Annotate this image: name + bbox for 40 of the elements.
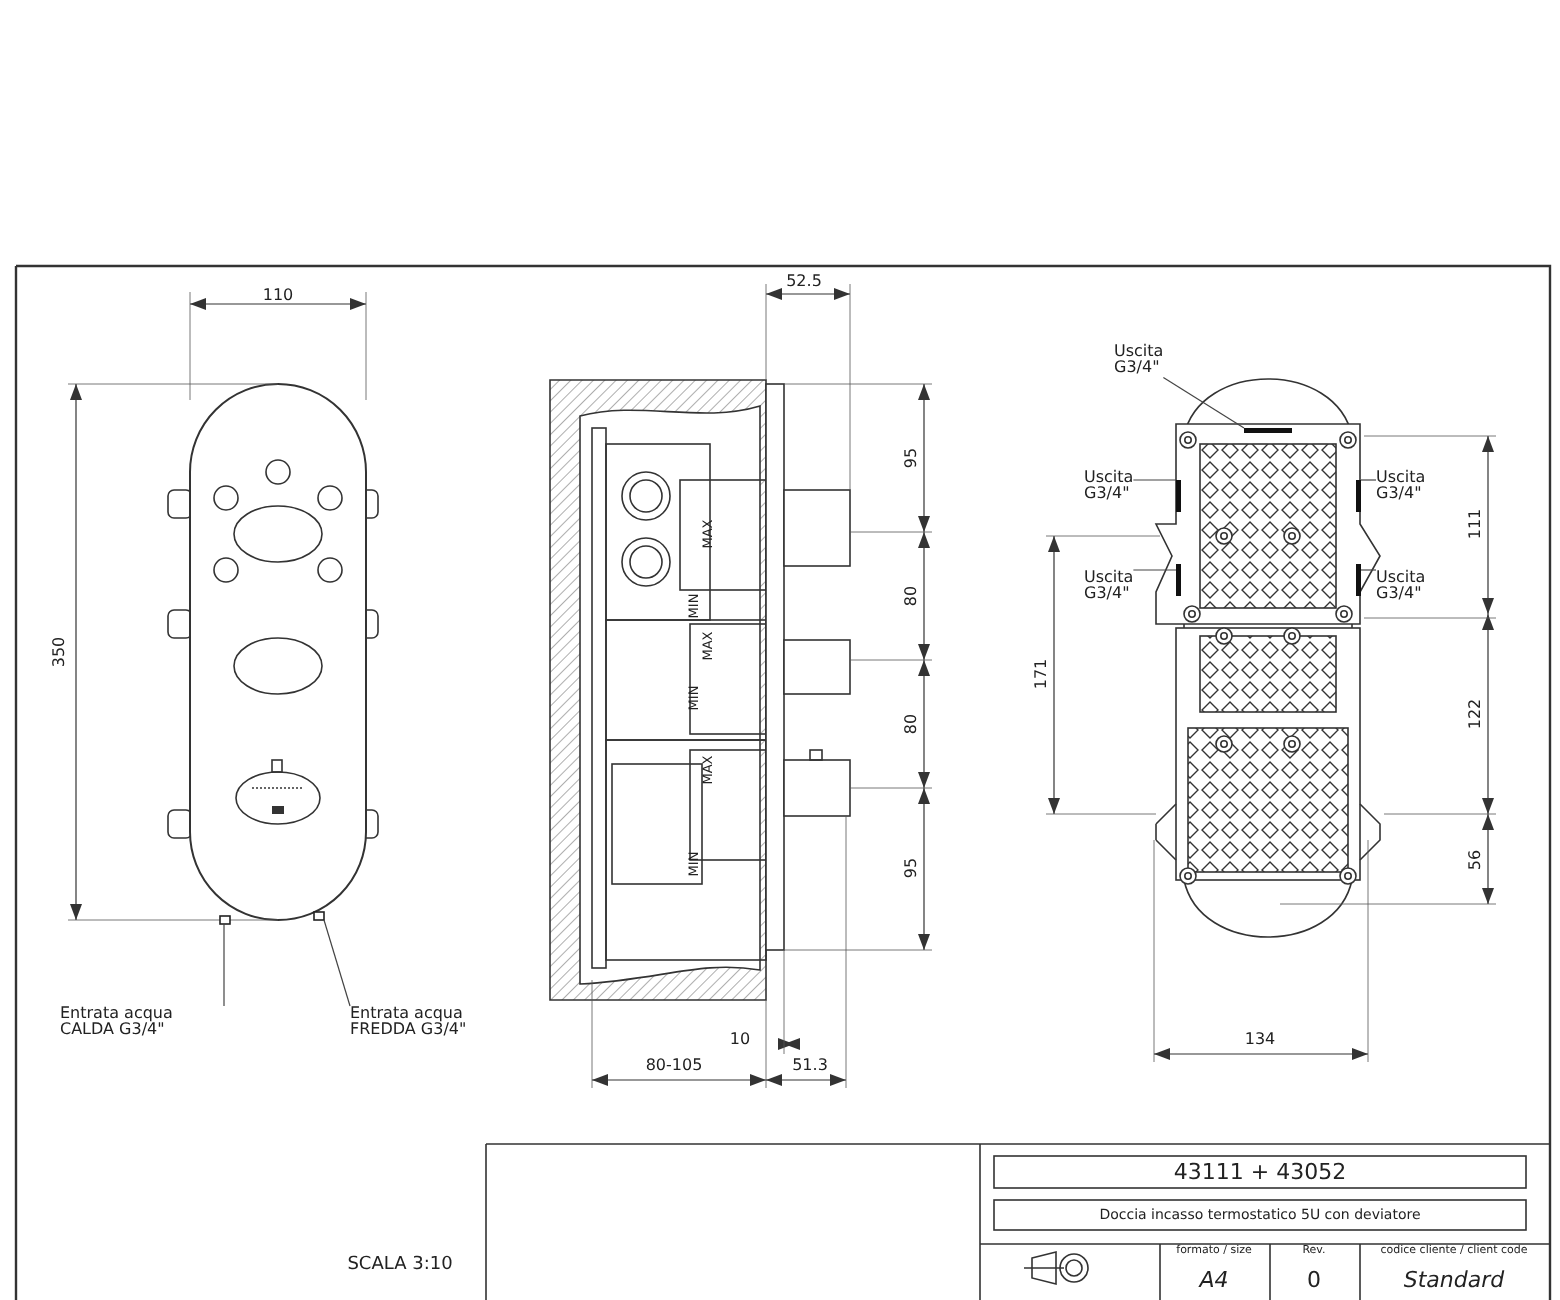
leader-line: [223, 923, 225, 1007]
callout-text: Uscita G3/4": [1084, 470, 1134, 504]
dimension-label: 134: [1244, 1032, 1276, 1048]
outlet-port: [1356, 480, 1361, 512]
dimension-label: 80: [904, 585, 920, 607]
inlet-port: [313, 911, 325, 921]
dimension-label: 80-105: [645, 1058, 703, 1074]
outlet-port: [1356, 564, 1361, 596]
callout-text: Uscita G3/4": [1114, 344, 1164, 378]
inlet-port: [219, 915, 231, 925]
dimension-label: 80: [904, 713, 920, 735]
outlet-port: [1176, 564, 1181, 596]
dimension-label: 52.5: [786, 274, 822, 290]
leader-line: [1360, 569, 1377, 571]
callout-text: Uscita G3/4": [1084, 570, 1134, 604]
leader-line: [1132, 479, 1177, 481]
revision-value: 0: [1307, 1269, 1321, 1291]
product-code: 43111 + 43052: [1173, 1161, 1347, 1183]
leader-line: [1132, 569, 1177, 571]
outlet-port: [1176, 480, 1181, 512]
leader-line: [1360, 479, 1377, 481]
callout-text: Uscita G3/4": [1376, 470, 1426, 504]
outlet-port: [1244, 428, 1292, 433]
dimension-label: 122: [1468, 698, 1484, 730]
callout-text: Entrata acqua FREDDA G3/4": [350, 1006, 514, 1040]
scale-label: SCALA 3:10: [347, 1257, 453, 1275]
dimension-label: 171: [1034, 658, 1050, 690]
format-value: A4: [1199, 1269, 1229, 1291]
leader-line: [323, 919, 351, 1007]
dimension-label: 110: [262, 288, 294, 304]
dimension-label: 95: [904, 447, 920, 469]
dimension-label: 350: [52, 636, 68, 668]
dimension-label: 10: [729, 1032, 751, 1048]
callout-text: Uscita G3/4": [1376, 570, 1426, 604]
dimension-label: 95: [904, 857, 920, 879]
dimension-label: 51.3: [792, 1058, 828, 1074]
dimension-label: 56: [1468, 849, 1484, 871]
dimension-label: 111: [1468, 508, 1484, 540]
callout-text: Entrata acqua CALDA G3/4": [60, 1006, 224, 1040]
client-code-value: Standard: [1403, 1269, 1505, 1291]
